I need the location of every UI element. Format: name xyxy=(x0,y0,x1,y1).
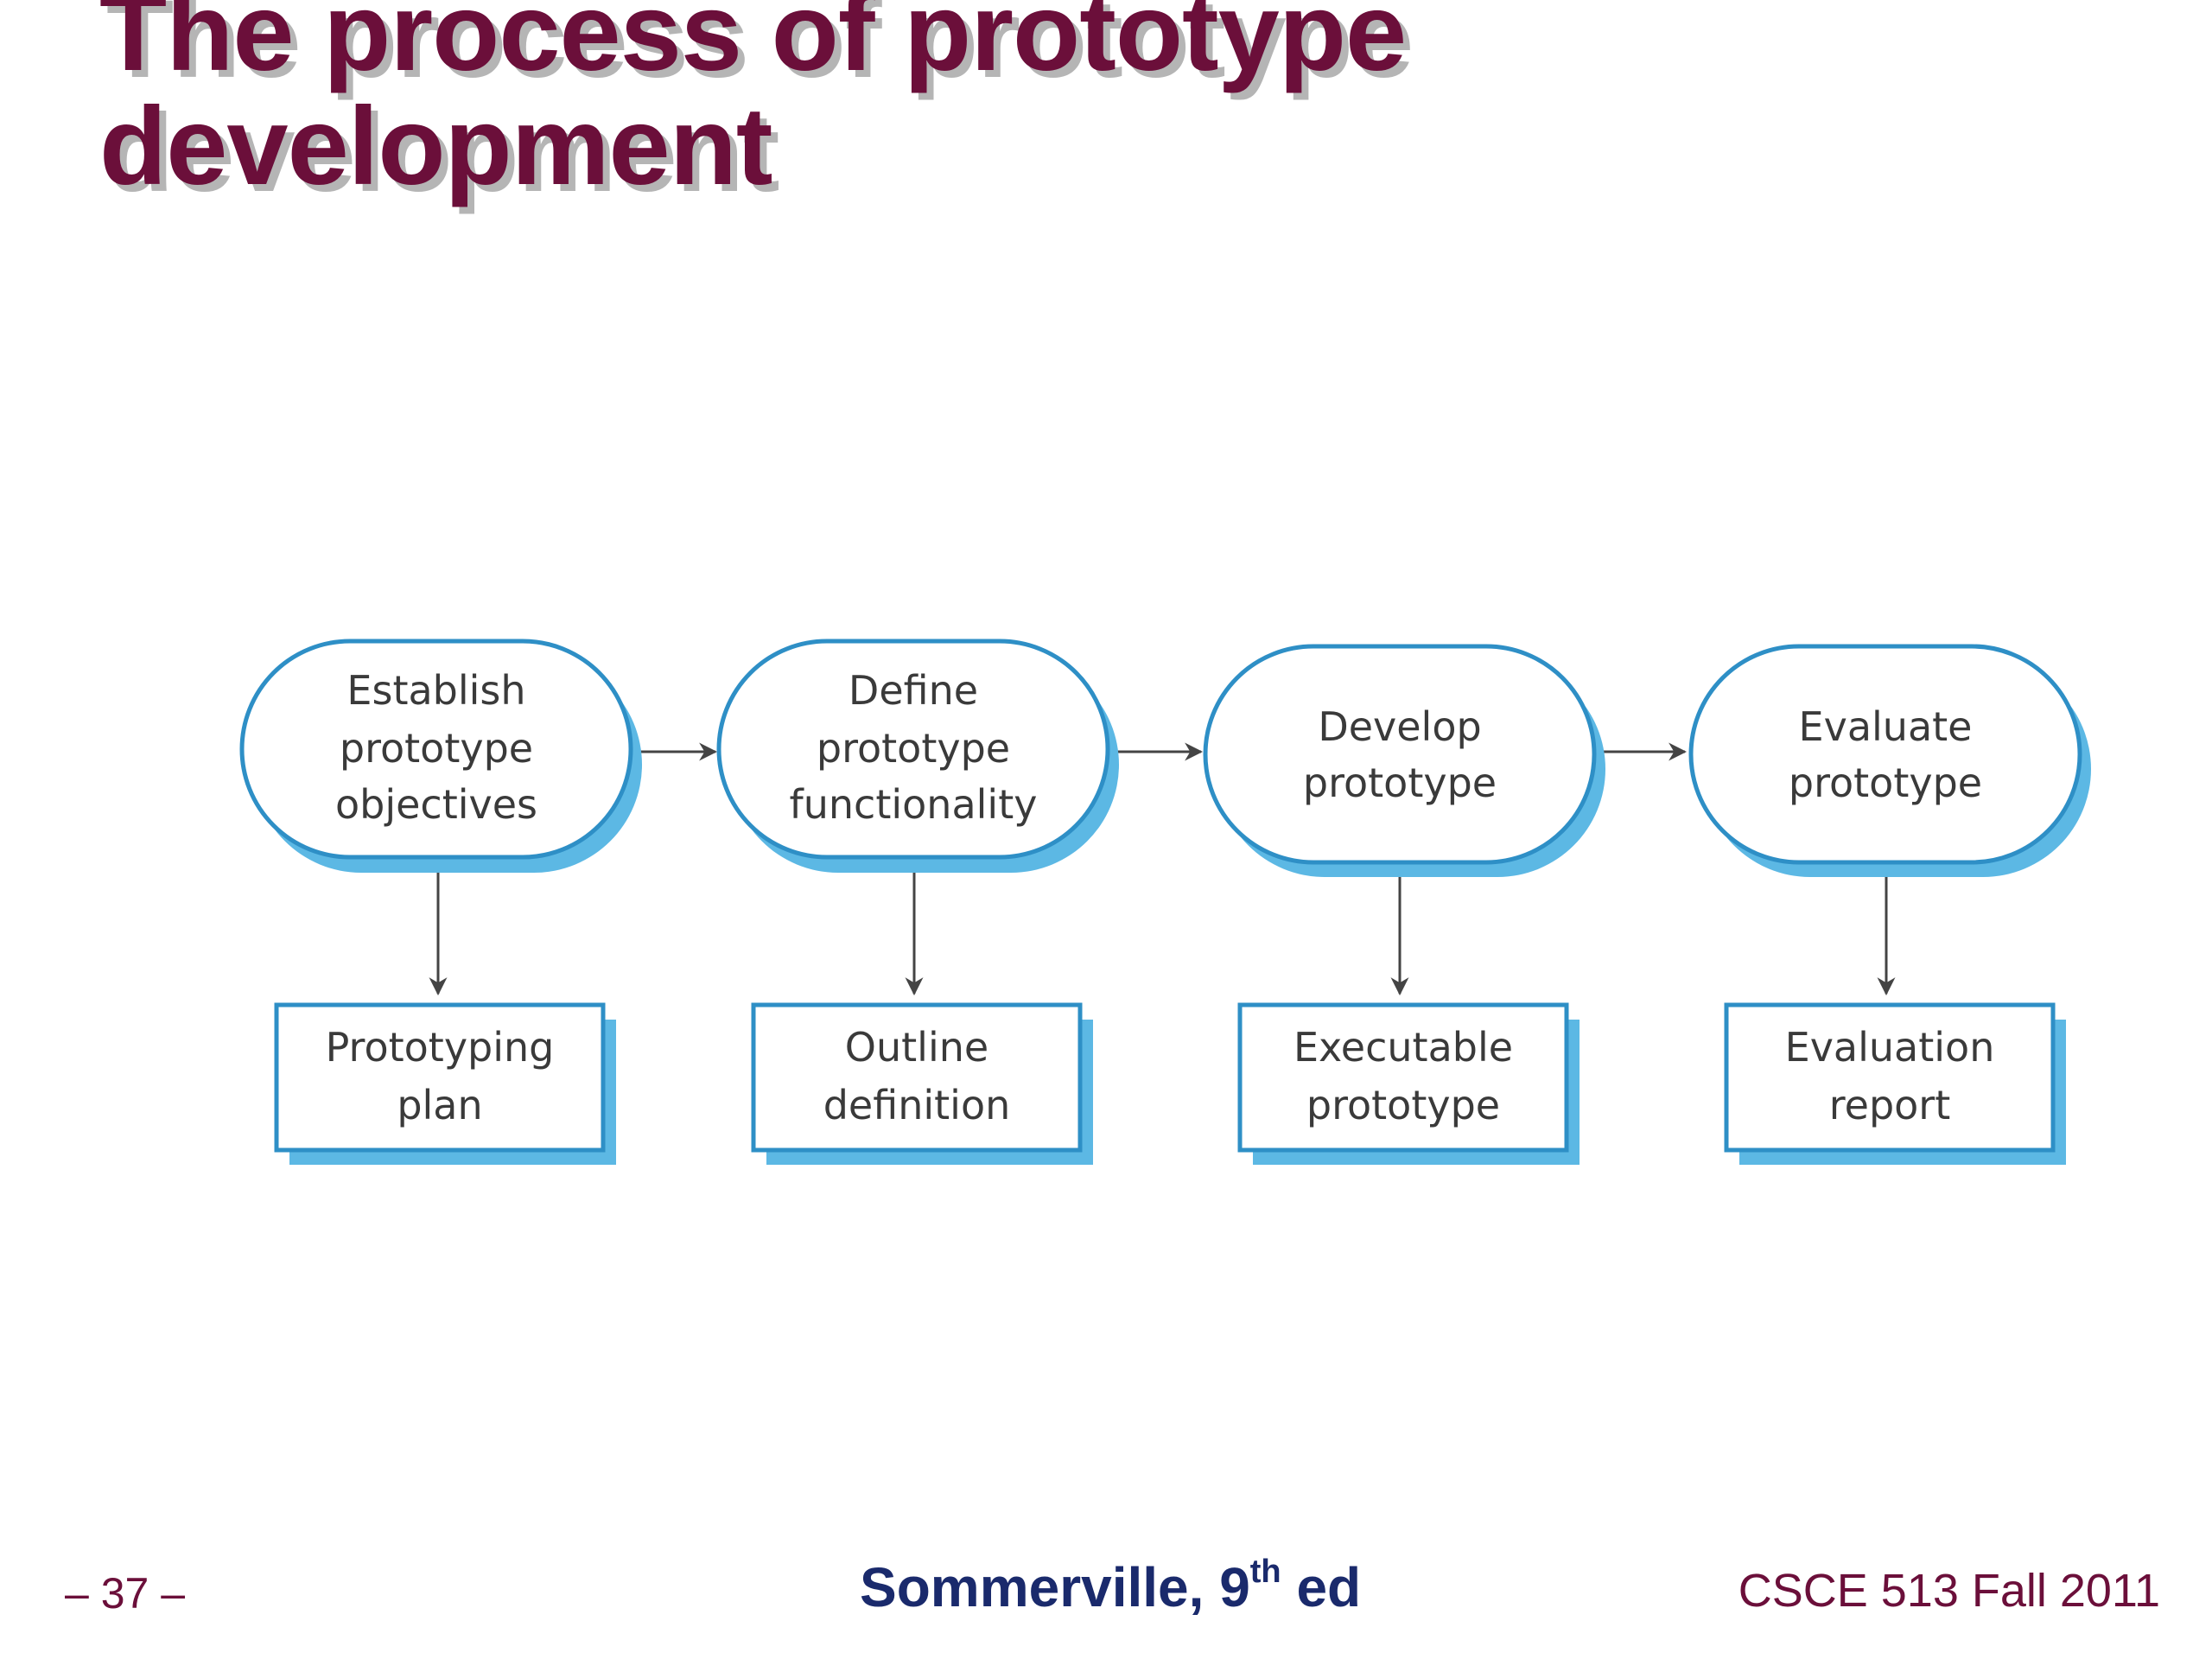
source-citation-main: Sommerville, 9 xyxy=(860,1556,1250,1618)
activity-1-line-3: objectives xyxy=(335,781,537,828)
activity-1-line-1: Establish xyxy=(346,667,525,714)
output-2-line-1: Outline xyxy=(845,1024,988,1071)
activity-1-line-2: prototype xyxy=(340,725,533,772)
output-box-outline-definition: Outline definition xyxy=(751,1002,1093,1165)
output-arrows xyxy=(429,860,1896,996)
output-3-line-2: prototype xyxy=(1306,1082,1500,1128)
source-citation: Sommerville, 9th ed xyxy=(860,1555,1361,1619)
activity-2-line-3: functionality xyxy=(790,781,1038,828)
activity-3-line-2: prototype xyxy=(1303,760,1497,806)
activity-2-line-2: prototype xyxy=(817,725,1010,772)
course-label: CSCE 513 Fall 2011 xyxy=(1738,1565,2160,1617)
output-box-evaluation-report: Evaluation report xyxy=(1724,1002,2066,1165)
source-citation-tail: ed xyxy=(1281,1556,1362,1618)
activity-4-line-1: Evaluate xyxy=(1799,703,1973,750)
activity-node-define-functionality: Define prototype functionality xyxy=(716,639,1119,873)
activity-3-line-1: Develop xyxy=(1318,703,1481,750)
slide-title-line-1: The process of prototype xyxy=(99,0,1407,94)
output-3-line-1: Executable xyxy=(1294,1024,1513,1071)
output-1-line-2: plan xyxy=(397,1082,482,1128)
output-4-line-2: report xyxy=(1829,1082,1951,1128)
slide-title-line-2: development xyxy=(99,85,773,208)
output-2-line-2: definition xyxy=(823,1082,1011,1128)
activity-node-evaluate-prototype: Evaluate prototype xyxy=(1688,644,2091,877)
activity-node-develop-prototype: Develop prototype xyxy=(1203,644,1605,877)
output-1-line-1: Prototyping xyxy=(326,1024,555,1071)
activity-4-line-2: prototype xyxy=(1789,760,1982,806)
page-number: – 37 – xyxy=(65,1569,186,1618)
source-citation-superscript: th xyxy=(1249,1554,1281,1590)
activity-2-line-1: Define xyxy=(849,667,978,714)
output-4-line-1: Evaluation xyxy=(1785,1024,1995,1071)
slide-title: The process of prototype development xyxy=(99,0,2000,204)
activity-node-establish-objectives: Establish prototype objectives xyxy=(239,639,642,873)
output-box-executable-prototype: Executable prototype xyxy=(1237,1002,1580,1165)
output-box-prototyping-plan: Prototyping plan xyxy=(274,1002,616,1165)
